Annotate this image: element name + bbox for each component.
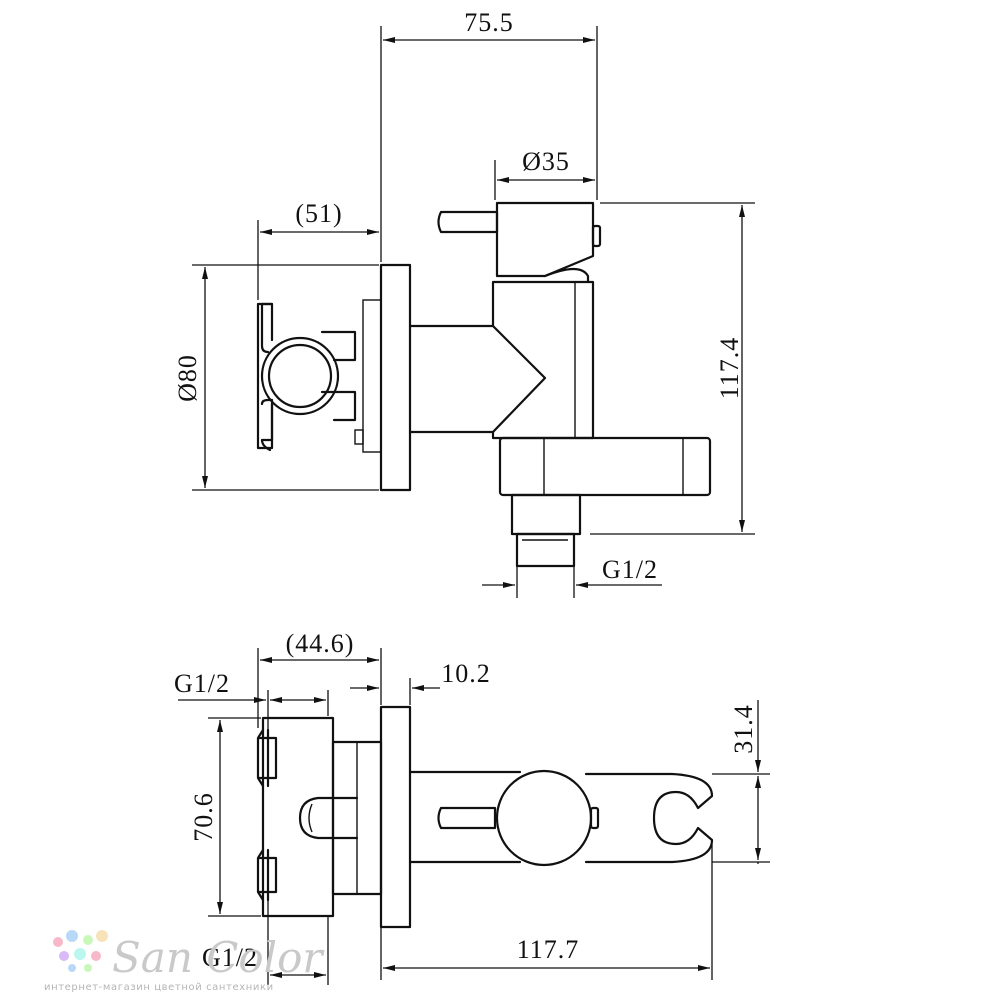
watermark-dot	[96, 930, 108, 942]
watermark-logo: San Color интернет-магазин цветной санте…	[44, 930, 325, 993]
dim-holder-offset: (51)	[295, 199, 342, 228]
dimensions-front: 75.5 Ø35 (51) Ø80 117.4 G1/2	[173, 8, 755, 598]
watermark-dot	[66, 930, 78, 942]
handle-cap	[495, 201, 595, 278]
dim-inlet-thread-bottom: G1/2	[202, 943, 258, 972]
wall-plate	[379, 263, 412, 492]
body-block	[261, 716, 335, 918]
dim-holder-height: 31.4	[729, 704, 758, 754]
wall-plate-side	[379, 705, 412, 929]
watermark-tagline: интернет-магазин цветной сантехники	[44, 982, 274, 993]
watermark-dot	[91, 951, 101, 961]
dim-body-depth: (44.6)	[286, 629, 355, 658]
watermark-dot	[83, 935, 93, 945]
watermark-brand: San Color	[112, 933, 325, 982]
holder-ring-outer	[260, 336, 340, 416]
watermark-dot	[53, 937, 63, 947]
watermark-dot	[84, 964, 92, 972]
holder-ring-inner	[267, 343, 333, 409]
handle-knob	[495, 769, 593, 867]
dim-total-length: 117.7	[517, 935, 580, 964]
dim-plate-diameter: Ø80	[173, 354, 202, 402]
dim-inlet-thread-top: G1/2	[174, 669, 230, 698]
top-view	[256, 705, 714, 929]
dimensions-top: (44.6) G1/2 10.2 70.6 31.4 G1/2 117.7	[174, 629, 770, 985]
watermark-dot	[59, 951, 69, 961]
dim-body-height: 70.6	[189, 792, 218, 842]
dim-outlet-thread: G1/2	[602, 555, 658, 584]
dim-lever-diameter: Ø35	[522, 147, 570, 176]
dim-plate-thickness: 10.2	[441, 659, 491, 688]
watermark-dot	[74, 948, 86, 960]
watermark-dots	[53, 930, 108, 972]
dim-top-width: 75.5	[464, 8, 514, 37]
dim-total-height: 117.4	[715, 337, 744, 400]
lever	[437, 210, 499, 234]
diverter-block	[498, 436, 712, 497]
front-view	[256, 201, 712, 568]
watermark-dot	[68, 964, 76, 972]
